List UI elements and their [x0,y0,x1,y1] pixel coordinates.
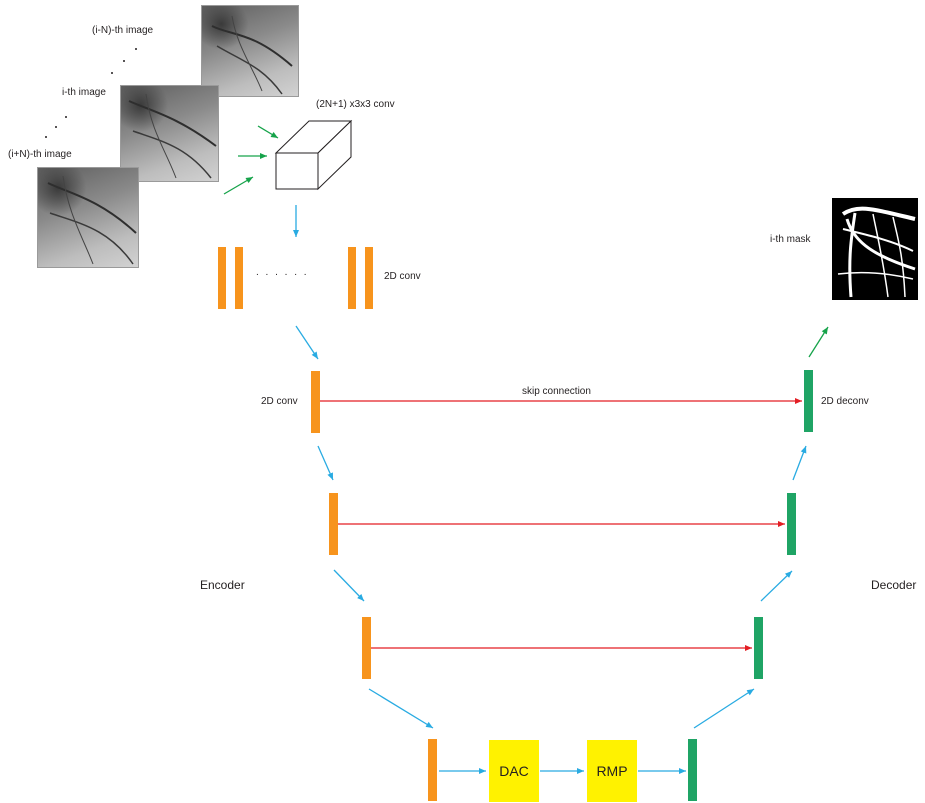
flow-arrow [693,688,755,729]
output-mask-label: i-th mask [770,234,811,245]
encoder-label: Encoder [200,578,245,592]
encoder-block-bottleneck [428,739,437,801]
input-label-bottom: (i+N)-th image [8,149,72,160]
frame-ellipsis-upper [111,48,137,74]
decoder-label: Decoder [871,578,917,592]
conv2d-ellipsis: . . . . . . [256,267,309,278]
flow-arrow [792,445,807,481]
conv2d-block [348,247,356,309]
decoder-block-3 [754,617,763,679]
input-image-i-minus-n [201,5,299,97]
decoder-block-bottleneck [688,739,697,801]
conv2d-stack-label: 2D conv [384,271,421,282]
flow-arrow [317,445,334,481]
conv3d-cube [274,119,353,191]
decoder-block-2 [787,493,796,555]
flow-arrow [333,569,365,602]
frame-ellipsis-lower [45,116,67,138]
output-arrow [808,326,829,358]
vessel-texture [211,15,293,95]
flow-arrow [295,325,319,360]
decoder-block-1 [804,370,813,432]
vessel-texture [128,93,217,179]
conv3d-label: (2N+1) x3x3 conv [316,99,395,110]
conv2d-block [365,247,373,309]
output-mask-image [832,198,918,300]
conv2d-block [218,247,226,309]
rmp-label: RMP [596,763,628,779]
encoder-block-2 [329,493,338,555]
input-label-middle: i-th image [62,87,106,98]
input-arrow-bottom [223,176,254,195]
skip-connection-label: skip connection [522,386,591,397]
input-label-top: (i-N)-th image [92,25,154,36]
input-image-i [120,85,219,182]
encoder-conv-label: 2D conv [261,396,298,407]
conv2d-block [235,247,243,309]
encoder-block-1 [311,371,320,433]
decoder-deconv-label: 2D deconv [821,396,869,407]
input-image-i-plus-n [37,167,139,268]
dac-label: DAC [499,763,529,779]
input-arrow-top [257,125,279,139]
vessel-texture [47,175,137,265]
rmp-module: RMP [587,740,637,802]
dac-module: DAC [489,740,539,802]
encoder-block-3 [362,617,371,679]
flow-arrow [760,570,793,602]
vessel-mask [837,206,916,298]
flow-arrow [368,688,434,729]
